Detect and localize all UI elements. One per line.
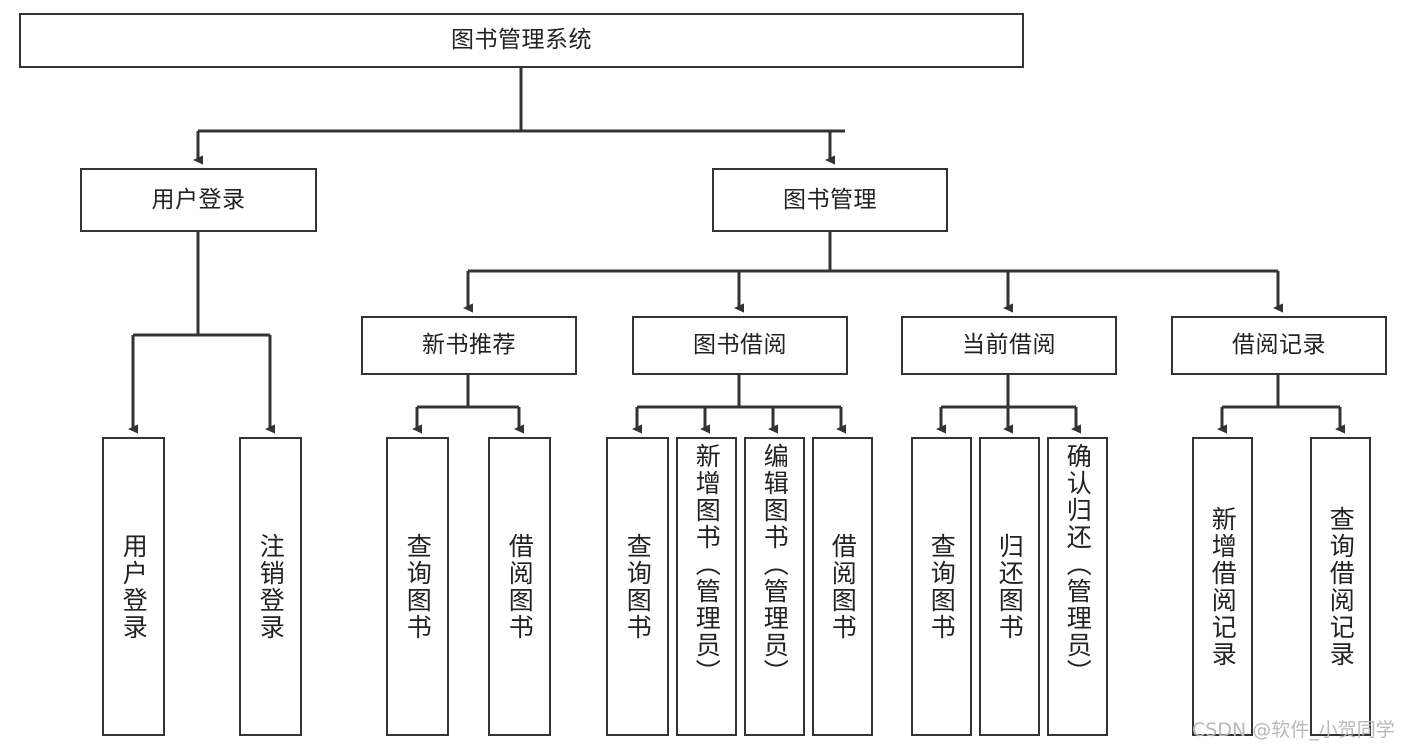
node-leaf-return-book-label: 归还图书 bbox=[995, 532, 1025, 641]
node-leaf-add-book-label: 新增图书（管理员） bbox=[692, 443, 722, 686]
node-leaf-edit-book-label: 编辑图书（管理员） bbox=[760, 443, 790, 686]
node-new-book-recommend-label: 新书推荐 bbox=[422, 332, 516, 358]
node-new-book-recommend[interactable]: 新书推荐 bbox=[361, 316, 577, 375]
csdn-watermark: CSDN @软件_小贺同学 bbox=[1192, 719, 1395, 741]
node-user-login-label: 用户登录 bbox=[151, 186, 246, 213]
node-user-login[interactable]: 用户登录 bbox=[80, 168, 317, 232]
node-leaf-borrow-book-1-label: 借阅图书 bbox=[505, 532, 535, 641]
node-leaf-query-book-1-label: 查询图书 bbox=[403, 532, 433, 641]
node-leaf-query-book-2-label: 查询图书 bbox=[623, 532, 653, 641]
node-book-manage[interactable]: 图书管理 bbox=[712, 168, 948, 232]
node-leaf-user-logout-label: 注销登录 bbox=[256, 532, 286, 641]
node-leaf-add-record[interactable]: 新增借阅记录 bbox=[1192, 437, 1253, 736]
node-leaf-query-record-label: 查询借阅记录 bbox=[1326, 505, 1356, 668]
node-leaf-add-book[interactable]: 新增图书（管理员） bbox=[676, 437, 737, 736]
node-leaf-user-logout[interactable]: 注销登录 bbox=[239, 437, 302, 736]
node-leaf-query-book-1[interactable]: 查询图书 bbox=[386, 437, 449, 736]
node-leaf-edit-book[interactable]: 编辑图书（管理员） bbox=[744, 437, 805, 736]
node-book-manage-label: 图书管理 bbox=[783, 186, 877, 213]
node-leaf-borrow-book-2[interactable]: 借阅图书 bbox=[812, 437, 873, 736]
node-leaf-confirm-return[interactable]: 确认归还（管理员） bbox=[1047, 437, 1108, 736]
node-leaf-add-record-label: 新增借阅记录 bbox=[1208, 505, 1238, 668]
node-root[interactable]: 图书管理系统 bbox=[19, 13, 1024, 68]
node-root-label: 图书管理系统 bbox=[451, 27, 592, 53]
node-leaf-user-login[interactable]: 用户登录 bbox=[102, 437, 165, 736]
node-current-borrow[interactable]: 当前借阅 bbox=[901, 316, 1117, 375]
node-leaf-borrow-book-1[interactable]: 借阅图书 bbox=[488, 437, 551, 736]
node-borrow-record[interactable]: 借阅记录 bbox=[1171, 316, 1387, 375]
node-book-borrow[interactable]: 图书借阅 bbox=[632, 316, 848, 375]
node-leaf-return-book[interactable]: 归还图书 bbox=[979, 437, 1040, 736]
node-leaf-confirm-return-label: 确认归还（管理员） bbox=[1063, 443, 1093, 686]
node-current-borrow-label: 当前借阅 bbox=[962, 332, 1056, 358]
node-leaf-query-book-3-label: 查询图书 bbox=[927, 532, 957, 641]
node-leaf-user-login-label: 用户登录 bbox=[119, 532, 149, 641]
node-borrow-record-label: 借阅记录 bbox=[1232, 332, 1326, 358]
node-leaf-query-record[interactable]: 查询借阅记录 bbox=[1310, 437, 1371, 736]
node-leaf-borrow-book-2-label: 借阅图书 bbox=[828, 532, 858, 641]
node-leaf-query-book-2[interactable]: 查询图书 bbox=[606, 437, 669, 736]
node-book-borrow-label: 图书借阅 bbox=[693, 332, 787, 358]
node-leaf-query-book-3[interactable]: 查询图书 bbox=[911, 437, 972, 736]
